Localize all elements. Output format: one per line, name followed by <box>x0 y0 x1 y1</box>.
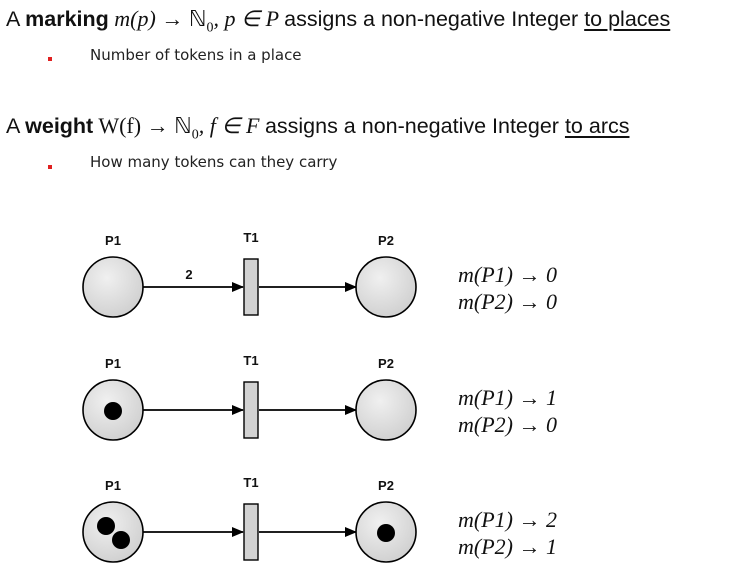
marking-description: assigns a non-negative Integer <box>284 7 585 31</box>
weight-definition: A weight W(f) → ℕ0, f ∈ F assigns a non-… <box>6 113 629 143</box>
place-p1-token <box>112 531 130 549</box>
marking-codomain: → ℕ <box>161 6 207 31</box>
marking-formula-domain: , p ∈ P <box>213 6 285 31</box>
place-p1 <box>82 256 144 318</box>
marking-equation-p2: m(P2) → 0 <box>458 289 557 314</box>
bullet-marker <box>48 57 52 61</box>
place-p1-label: P1 <box>105 233 121 248</box>
arc-weight-label: 2 <box>185 267 192 282</box>
marking-equation-p1: m(P1) → 0 <box>458 262 557 287</box>
marking-equation-p1: m(P1) → 1 <box>458 385 557 410</box>
weight-term: weight <box>25 114 94 138</box>
place-p1-label: P1 <box>105 478 121 493</box>
marking-formula-signature: m(p) <box>108 6 162 31</box>
marking-codomain-subscript: 0 <box>206 20 214 36</box>
marking-target: to places <box>584 7 671 31</box>
weight-description: assigns a non-negative Integer <box>264 114 565 138</box>
weight-codomain: → ℕ <box>146 113 192 138</box>
marking-equation-p1: m(P1) → 2 <box>458 507 557 532</box>
marking-equation-p2: m(P2) → 1 <box>458 534 557 559</box>
weight-prefix: A <box>6 114 26 138</box>
bullet-marker <box>48 165 52 169</box>
place-p2-token <box>377 524 395 542</box>
marking-bullet-text: Number of tokens in a place <box>90 46 302 64</box>
weight-target: to arcs <box>564 114 630 138</box>
transition-t1-label: T1 <box>243 230 258 245</box>
weight-bullet-text: How many tokens can they carry <box>90 153 338 171</box>
place-p1-token <box>104 402 122 420</box>
marking-prefix: A <box>6 7 26 31</box>
place-p2-label: P2 <box>378 233 394 248</box>
place-p2-label: P2 <box>378 478 394 493</box>
transition-t1-label: T1 <box>243 475 258 490</box>
weight-codomain-subscript: 0 <box>191 127 199 143</box>
transition-t1 <box>243 381 259 439</box>
transition-t1-label: T1 <box>243 353 258 368</box>
marking-term: marking <box>25 7 109 31</box>
transition-t1 <box>243 503 259 561</box>
place-p2 <box>355 256 417 318</box>
transition-t1 <box>243 258 259 316</box>
weight-formula-domain: , f ∈ F <box>198 113 265 138</box>
place-p1 <box>82 501 144 563</box>
place-p1-label: P1 <box>105 356 121 371</box>
marking-definition: A marking m(p) → ℕ0, p ∈ P assigns a non… <box>6 6 670 36</box>
marking-equation-p2: m(P2) → 0 <box>458 412 557 437</box>
place-p2-label: P2 <box>378 356 394 371</box>
place-p2 <box>355 379 417 441</box>
weight-formula-signature: W(f) <box>93 113 147 138</box>
place-p1-token <box>97 517 115 535</box>
